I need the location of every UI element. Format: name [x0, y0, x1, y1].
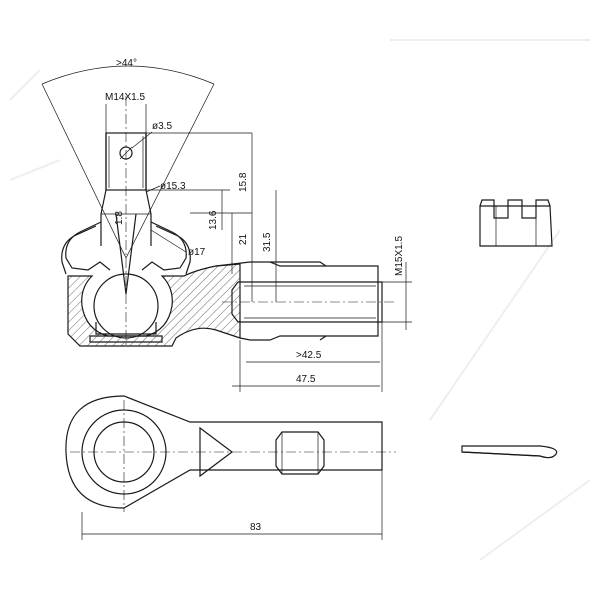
h-15-8: 15.8	[238, 172, 249, 192]
cotter-pin	[461, 445, 558, 459]
angle-label: >44°	[116, 58, 137, 69]
castle-nut	[479, 199, 553, 247]
hex-boss	[275, 431, 325, 475]
housing-section	[67, 263, 241, 347]
pin-hole-label: ø3.5	[152, 121, 172, 132]
watermark	[9, 39, 591, 561]
angle-arc	[41, 65, 215, 85]
side-section-view: >44° M14X1.5 ø3.5 ø15.3 1:8 ø17	[41, 58, 412, 392]
taper-label: 1:8	[114, 211, 125, 225]
angle-line-left	[41, 83, 127, 259]
boot-dia-label: ø17	[188, 247, 206, 258]
ball	[93, 273, 159, 339]
pin-hole	[119, 146, 133, 160]
len-83: 83	[250, 522, 262, 533]
rubber-boot	[65, 221, 187, 271]
h-21: 21	[238, 233, 249, 245]
thread-side-label: M15X1.5	[394, 236, 405, 276]
stud-thread	[105, 132, 147, 191]
h-13-6: 13.6	[208, 210, 219, 230]
thread-top-label: M14X1.5	[105, 92, 145, 103]
len-42-5: >42.5	[296, 350, 322, 361]
threaded-shank	[238, 281, 383, 323]
stud-dia-label: ø15.3	[160, 181, 186, 192]
angle-line-right	[125, 83, 215, 259]
top-view: 83	[65, 395, 396, 540]
len-47-5: 47.5	[296, 374, 316, 385]
wrench-flat	[199, 426, 233, 478]
h-31-5: 31.5	[262, 232, 273, 252]
ball-seat	[95, 322, 157, 335]
